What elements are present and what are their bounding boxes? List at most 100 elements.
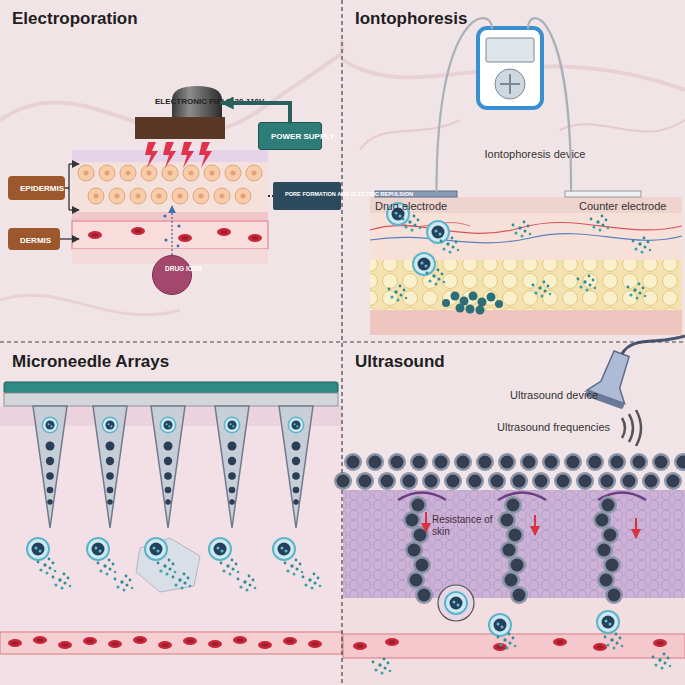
iontophoresis-art — [478, 298, 487, 307]
electroporation-art — [60, 238, 79, 239]
microneedle-art — [87, 538, 109, 560]
microneedle-art — [237, 575, 257, 592]
iontophoresis-art — [427, 221, 449, 243]
iontophoresis-art — [577, 275, 597, 292]
iontophoresis-art — [370, 197, 682, 213]
panel: Microneedle Arrays — [0, 343, 342, 685]
microneedle-art — [233, 636, 247, 644]
electroporation-art — [72, 162, 268, 212]
iontophoresis-art — [440, 237, 460, 254]
microneedle-art — [52, 573, 72, 590]
microneedle-art — [0, 632, 342, 654]
electroporation-art — [65, 164, 69, 210]
ultrasound-art — [353, 642, 367, 650]
microneedle-art — [172, 573, 192, 590]
microneedle-art — [0, 382, 342, 685]
electroporation-art — [151, 188, 167, 204]
device-wire — [437, 18, 493, 191]
ultrasound-art — [438, 585, 474, 621]
circle-label: DRUG IONS — [165, 265, 193, 272]
microneedle-art — [157, 559, 177, 576]
iontophoresis-art — [565, 191, 641, 197]
layer-box: DERMIS — [8, 228, 60, 250]
microneedle-art — [136, 538, 200, 592]
electroporation-art — [164, 238, 167, 241]
microneedle-art — [151, 406, 185, 528]
electroporation-art — [78, 165, 94, 181]
electrode-plate: Drug electrode — [375, 191, 457, 197]
box-label: PORE FORMATION AND ELECTRIC REPULSION — [285, 191, 413, 198]
microneedle-art — [209, 538, 231, 560]
microneedle-art — [183, 637, 197, 645]
electrode-plate: Counter electrode — [565, 191, 641, 197]
iontophoresis-art — [476, 306, 485, 315]
iontophoresis-art — [632, 237, 652, 254]
ultrasound-art — [622, 410, 641, 446]
microneedle-art — [8, 639, 22, 647]
microneedle-art — [145, 538, 167, 560]
electroporation-art — [69, 163, 79, 164]
ultrasound-art — [497, 633, 517, 650]
electroporation-art — [109, 188, 125, 204]
ultrasound-art — [385, 638, 399, 646]
electrode-head: ELECTRONIC FIELD 30-110V — [172, 88, 222, 118]
annotation-label: Resistance of skin — [432, 514, 506, 538]
iontophoresis-art — [387, 203, 409, 225]
panel: ElectroporationELECTRONIC FIELD 30-110VP… — [0, 0, 342, 342]
microneedle-art — [4, 382, 338, 393]
iontophoresis-art — [466, 305, 475, 314]
annotation-label: Ultrasound device — [510, 389, 620, 402]
panel-title: Microneedle Arrays — [12, 352, 169, 372]
ultrasound-art — [372, 658, 392, 675]
iontophoresis-art — [370, 234, 682, 243]
electroporation-art — [88, 188, 104, 204]
microneedle-art — [58, 641, 72, 649]
ultrasound-art — [652, 653, 672, 670]
ultrasound-art — [534, 515, 536, 535]
electroporation-art — [88, 231, 102, 239]
box-label: POWER SUPPLY — [271, 132, 313, 141]
panel-divider — [0, 341, 685, 342]
ultrasound-art — [593, 643, 607, 651]
electroporation-art — [204, 165, 220, 181]
iontophoresis-art — [451, 292, 460, 301]
electroporation-art — [199, 142, 212, 168]
callout-box: PORE FORMATION AND ELECTRIC REPULSION — [273, 182, 341, 210]
iontophoresis-art — [442, 299, 450, 307]
electroporation-art — [177, 245, 180, 248]
ultrasound-art — [653, 639, 667, 647]
iontophoresis-art — [413, 253, 435, 275]
microneedle-art — [284, 559, 304, 576]
ultrasound-art — [334, 472, 682, 490]
iontophoresis-art — [532, 281, 552, 298]
electroporation-art — [171, 206, 172, 255]
background — [560, 120, 685, 132]
ultrasound-art — [622, 336, 685, 354]
device-label: Iontophoresis device — [470, 148, 600, 161]
iontophoresis-art — [442, 292, 503, 315]
electroporation-art — [99, 165, 115, 181]
electroporation-art — [135, 117, 225, 139]
electroporation-art — [145, 142, 212, 168]
iontophoresis-art — [456, 304, 465, 313]
electroporation-art — [130, 188, 146, 204]
iontophoresis-art — [469, 292, 478, 301]
panel-title: Iontophoresis — [355, 9, 467, 29]
iontophoresis-art — [426, 269, 446, 286]
electroporation-art — [217, 228, 231, 236]
iontophoresis-art — [627, 283, 647, 300]
ultrasound-art — [635, 518, 637, 538]
layer-box: EPIDERMIS — [8, 176, 65, 200]
microneedle-art — [283, 637, 297, 645]
ultrasound-art — [403, 496, 433, 604]
iontophoresis-art — [478, 28, 542, 108]
box-label: DERMIS — [20, 237, 51, 246]
electroporation-art — [131, 227, 145, 235]
iontophoresis-art — [495, 69, 525, 99]
microneedle-art — [97, 559, 117, 576]
power-box: POWER SUPPLY — [258, 122, 322, 150]
